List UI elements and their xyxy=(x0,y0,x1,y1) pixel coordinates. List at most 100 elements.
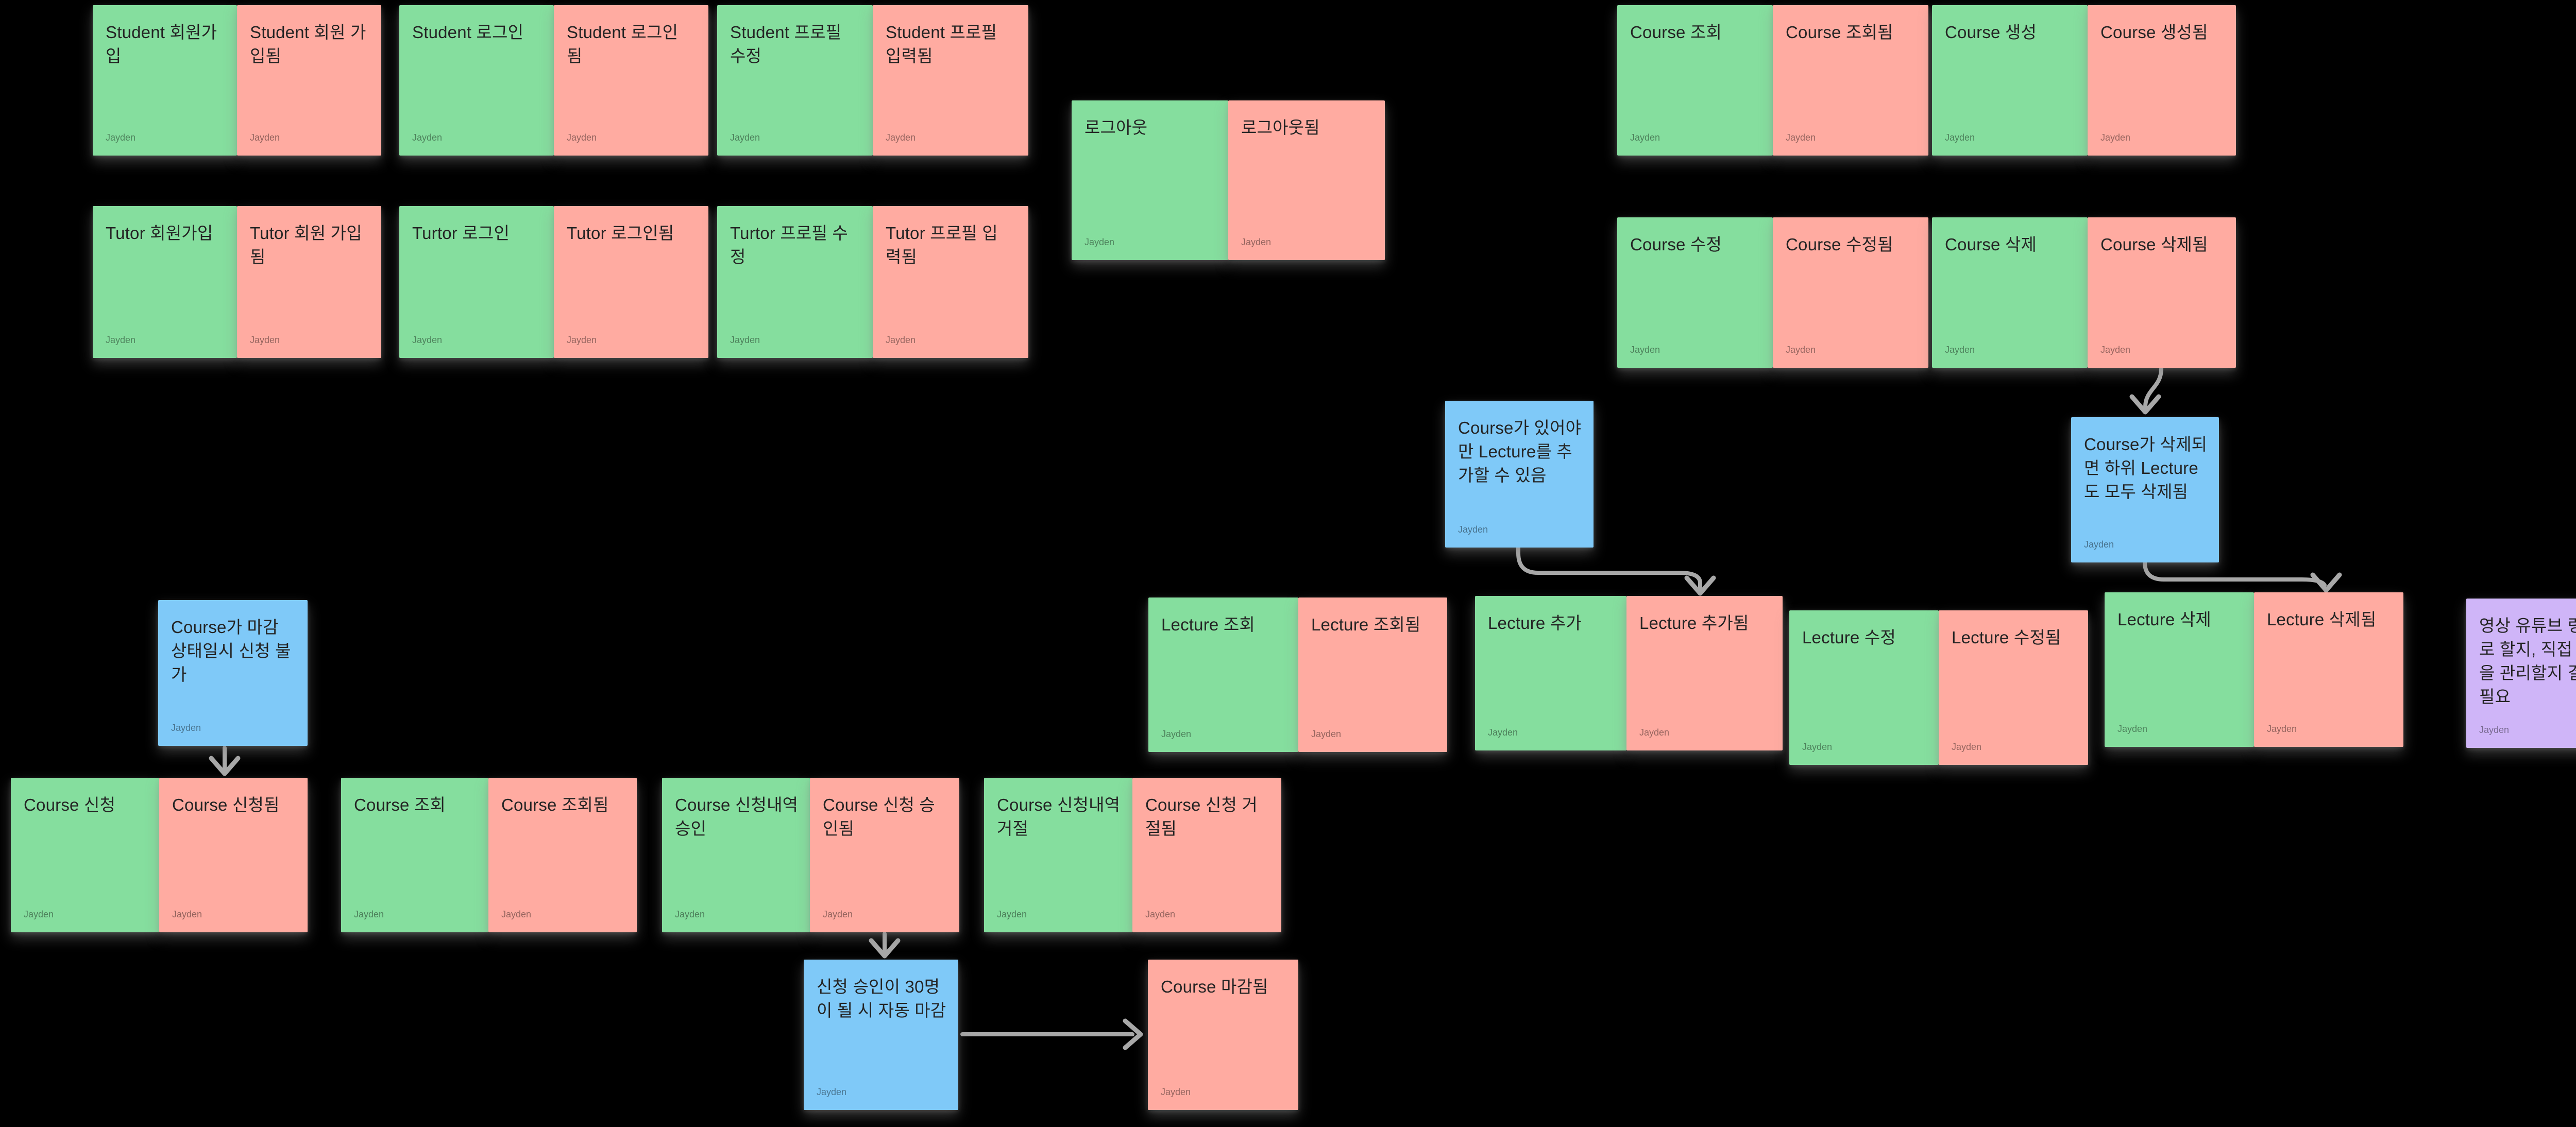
sticky-note[interactable]: Course 수정됨 Jayden xyxy=(1773,217,1928,368)
sticky-note-author: Jayden xyxy=(1945,132,1975,143)
sticky-note-author: Jayden xyxy=(675,909,705,919)
sticky-note-text: Course 신청됨 xyxy=(172,795,280,814)
sticky-note-author: Jayden xyxy=(412,335,443,345)
sticky-note-author: Jayden xyxy=(250,335,280,345)
sticky-note-text: Course 수정됨 xyxy=(1786,235,1893,254)
sticky-note-text: Lecture 조회 xyxy=(1161,615,1255,634)
sticky-note[interactable]: 로그아웃됨 Jayden xyxy=(1228,100,1385,260)
sticky-note-text: Course 신청 거 절됨 xyxy=(1145,795,1258,838)
sticky-note-text: Course 신청내역 거절 xyxy=(997,795,1121,838)
sticky-note-text: Course 조회됨 xyxy=(1786,23,1893,42)
sticky-note-author: Jayden xyxy=(730,132,760,143)
sticky-note-author: Jayden xyxy=(501,909,532,919)
sticky-note-author: Jayden xyxy=(172,909,202,919)
sticky-note-author: Jayden xyxy=(250,132,280,143)
sticky-note-text: Course 생성 xyxy=(1945,23,2037,42)
sticky-note-text: 로그아웃됨 xyxy=(1241,118,1320,137)
sticky-note[interactable]: Tutor 로그인됨 Jayden xyxy=(554,206,708,358)
sticky-note-text: Student 회원 가 입됨 xyxy=(250,23,366,65)
sticky-note[interactable]: Lecture 삭제 Jayden xyxy=(2105,592,2254,747)
sticky-note-author: Jayden xyxy=(1161,729,1192,739)
sticky-note-text: Lecture 수정됨 xyxy=(1952,628,2061,647)
sticky-note-author: Jayden xyxy=(823,909,853,919)
sticky-note-author: Jayden xyxy=(1458,524,1488,535)
sticky-note-author: Jayden xyxy=(1488,727,1518,738)
sticky-note-author: Jayden xyxy=(106,132,136,143)
sticky-note[interactable]: Course가 마감 상태일시 신청 불 가 Jayden xyxy=(158,600,308,746)
sticky-note[interactable]: Student 회원 가 입됨 Jayden xyxy=(237,5,381,156)
connector-arrowhead-course-deleted-to-policy xyxy=(2129,394,2161,415)
sticky-note-author: Jayden xyxy=(1639,727,1670,738)
sticky-note-author: Jayden xyxy=(1786,345,1816,355)
sticky-note-text: Course 삭제됨 xyxy=(2100,235,2208,254)
sticky-note-text: Tutor 로그인됨 xyxy=(567,224,674,243)
sticky-note[interactable]: Course 신청됨 Jayden xyxy=(159,778,308,932)
sticky-note-author: Jayden xyxy=(1241,237,1272,247)
connector-arrow-exists-policy-to-lecture-added[interactable] xyxy=(1516,545,1702,590)
connector-arrow-delete-policy-to-lecture-deleted[interactable] xyxy=(2143,560,2327,587)
sticky-note-text: Course 수정 xyxy=(1630,235,1722,254)
sticky-note-text: Course 조회 xyxy=(1630,23,1722,42)
sticky-note-text: Lecture 삭제 xyxy=(2117,610,2211,629)
sticky-note-text: Course가 삭제되 면 하위 Lecture 도 모두 삭제됨 xyxy=(2084,435,2208,501)
sticky-note[interactable]: Lecture 조회 Jayden xyxy=(1148,597,1298,752)
connector-arrowhead-30-policy-to-closed-event xyxy=(1123,1018,1143,1050)
sticky-note-author: Jayden xyxy=(171,723,201,733)
sticky-note[interactable]: Lecture 추가됨 Jayden xyxy=(1626,596,1783,750)
connector-arrowhead-exists-policy-to-lecture-added xyxy=(1684,575,1716,596)
sticky-note-author: Jayden xyxy=(2117,724,2148,734)
sticky-note-author: Jayden xyxy=(1630,345,1660,355)
sticky-note-author: Jayden xyxy=(1802,742,1833,752)
sticky-note-text: Lecture 삭제됨 xyxy=(2267,610,2377,629)
sticky-note-text: Lecture 추가됨 xyxy=(1639,613,1749,633)
sticky-note-author: Jayden xyxy=(1311,729,1342,739)
sticky-note-author: Jayden xyxy=(2267,724,2297,734)
sticky-note-text: Student 프로필 입력됨 xyxy=(886,23,997,65)
sticky-note-text: Student 로그인 xyxy=(412,23,524,42)
sticky-note[interactable]: Course 수정 Jayden xyxy=(1617,217,1773,368)
sticky-note-text: Course 마감됨 xyxy=(1161,977,1268,996)
sticky-note-text: Tutor 회원가입 xyxy=(106,224,213,243)
sticky-note-author: Jayden xyxy=(567,335,597,345)
sticky-note[interactable]: Lecture 삭제됨 Jayden xyxy=(2254,592,2403,747)
connector-arrowhead-approve-event-to-30-policy xyxy=(869,938,901,959)
sticky-note-author: Jayden xyxy=(1945,345,1975,355)
connector-arrow-course-deleted-to-policy[interactable] xyxy=(2143,367,2163,409)
sticky-note[interactable]: Course 생성 Jayden xyxy=(1932,5,2088,156)
sticky-note-text: Course가 마감 상태일시 신청 불 가 xyxy=(171,618,291,684)
sticky-note-text: 신청 승인이 30명 이 될 시 자동 마감 xyxy=(817,977,946,1020)
